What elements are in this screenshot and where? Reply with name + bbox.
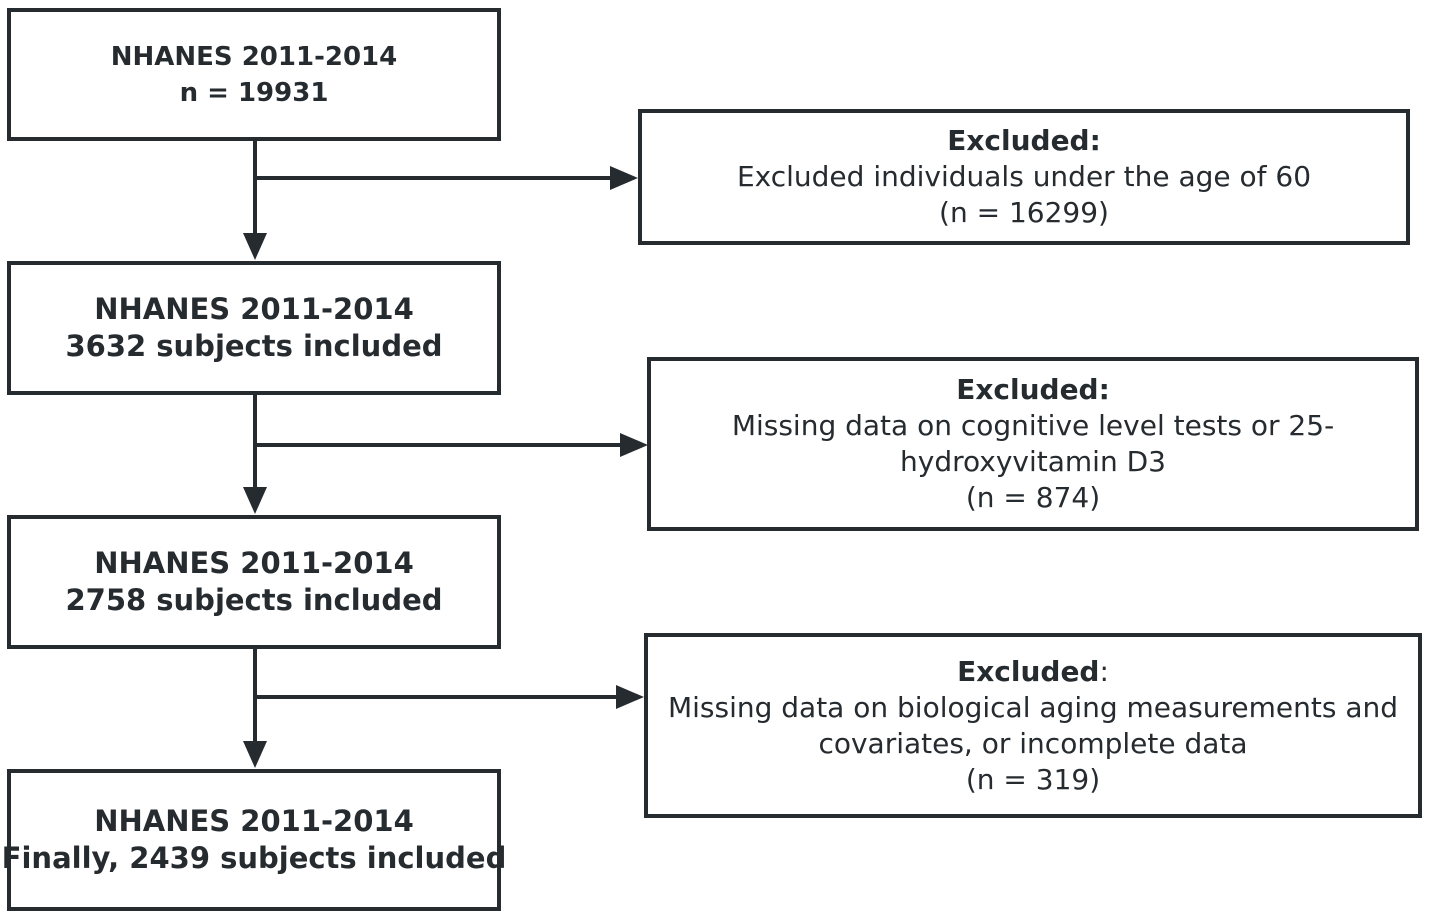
exclusion-count: (n = 319) (965, 762, 1101, 796)
exclusion-heading-colon: : (1099, 654, 1109, 688)
stage-count: Finally, 2439 subjects included (1, 841, 507, 875)
exclusion-reason: Missing data on cognitive level tests or… (731, 409, 1335, 442)
exclusion-heading: Excluded: (947, 124, 1101, 157)
stage-box-1: NHANES 2011-2014 n = 19931 (7, 8, 501, 141)
exclusion-reason: Missing data on biological aging measure… (667, 690, 1399, 724)
exclusion-count: (n = 874) (965, 481, 1101, 514)
exclusion-reason: hydroxyvitamin D3 (900, 445, 1166, 478)
stage-count: n = 19931 (179, 77, 329, 108)
right-arrow-icon (616, 685, 644, 709)
stage-title: NHANES 2011-2014 (110, 41, 398, 72)
exclusion-reason: covariates, or incomplete data (818, 726, 1248, 760)
down-arrow-icon (243, 741, 267, 768)
stage-title: NHANES 2011-2014 (94, 546, 414, 580)
exclusion-box-1: Excluded: Excluded individuals under the… (638, 109, 1410, 245)
stage-box-3: NHANES 2011-2014 2758 subjects included (7, 515, 501, 649)
down-arrow-icon (243, 487, 267, 514)
stage-title: NHANES 2011-2014 (94, 804, 414, 838)
exclusion-heading: Excluded: (957, 654, 1109, 690)
stage-count: 2758 subjects included (65, 583, 443, 617)
exclusion-box-2: Excluded: Missing data on cognitive leve… (647, 357, 1419, 531)
exclusion-reason: Excluded individuals under the age of 60 (736, 160, 1312, 193)
stage-box-final: NHANES 2011-2014 Finally, 2439 subjects … (2, 769, 506, 911)
down-arrow-icon (243, 233, 267, 260)
stage-title: NHANES 2011-2014 (94, 292, 414, 326)
exclusion-heading-text: Excluded (957, 654, 1100, 688)
stage-count: 3632 subjects included (65, 329, 443, 363)
exclusion-count: (n = 16299) (939, 196, 1109, 229)
right-arrow-icon (610, 166, 638, 190)
stage-box-2: NHANES 2011-2014 3632 subjects included (7, 261, 501, 395)
right-arrow-icon (620, 433, 648, 457)
exclusion-box-3: Excluded: Missing data on biological agi… (644, 633, 1422, 818)
exclusion-heading: Excluded: (956, 373, 1110, 406)
